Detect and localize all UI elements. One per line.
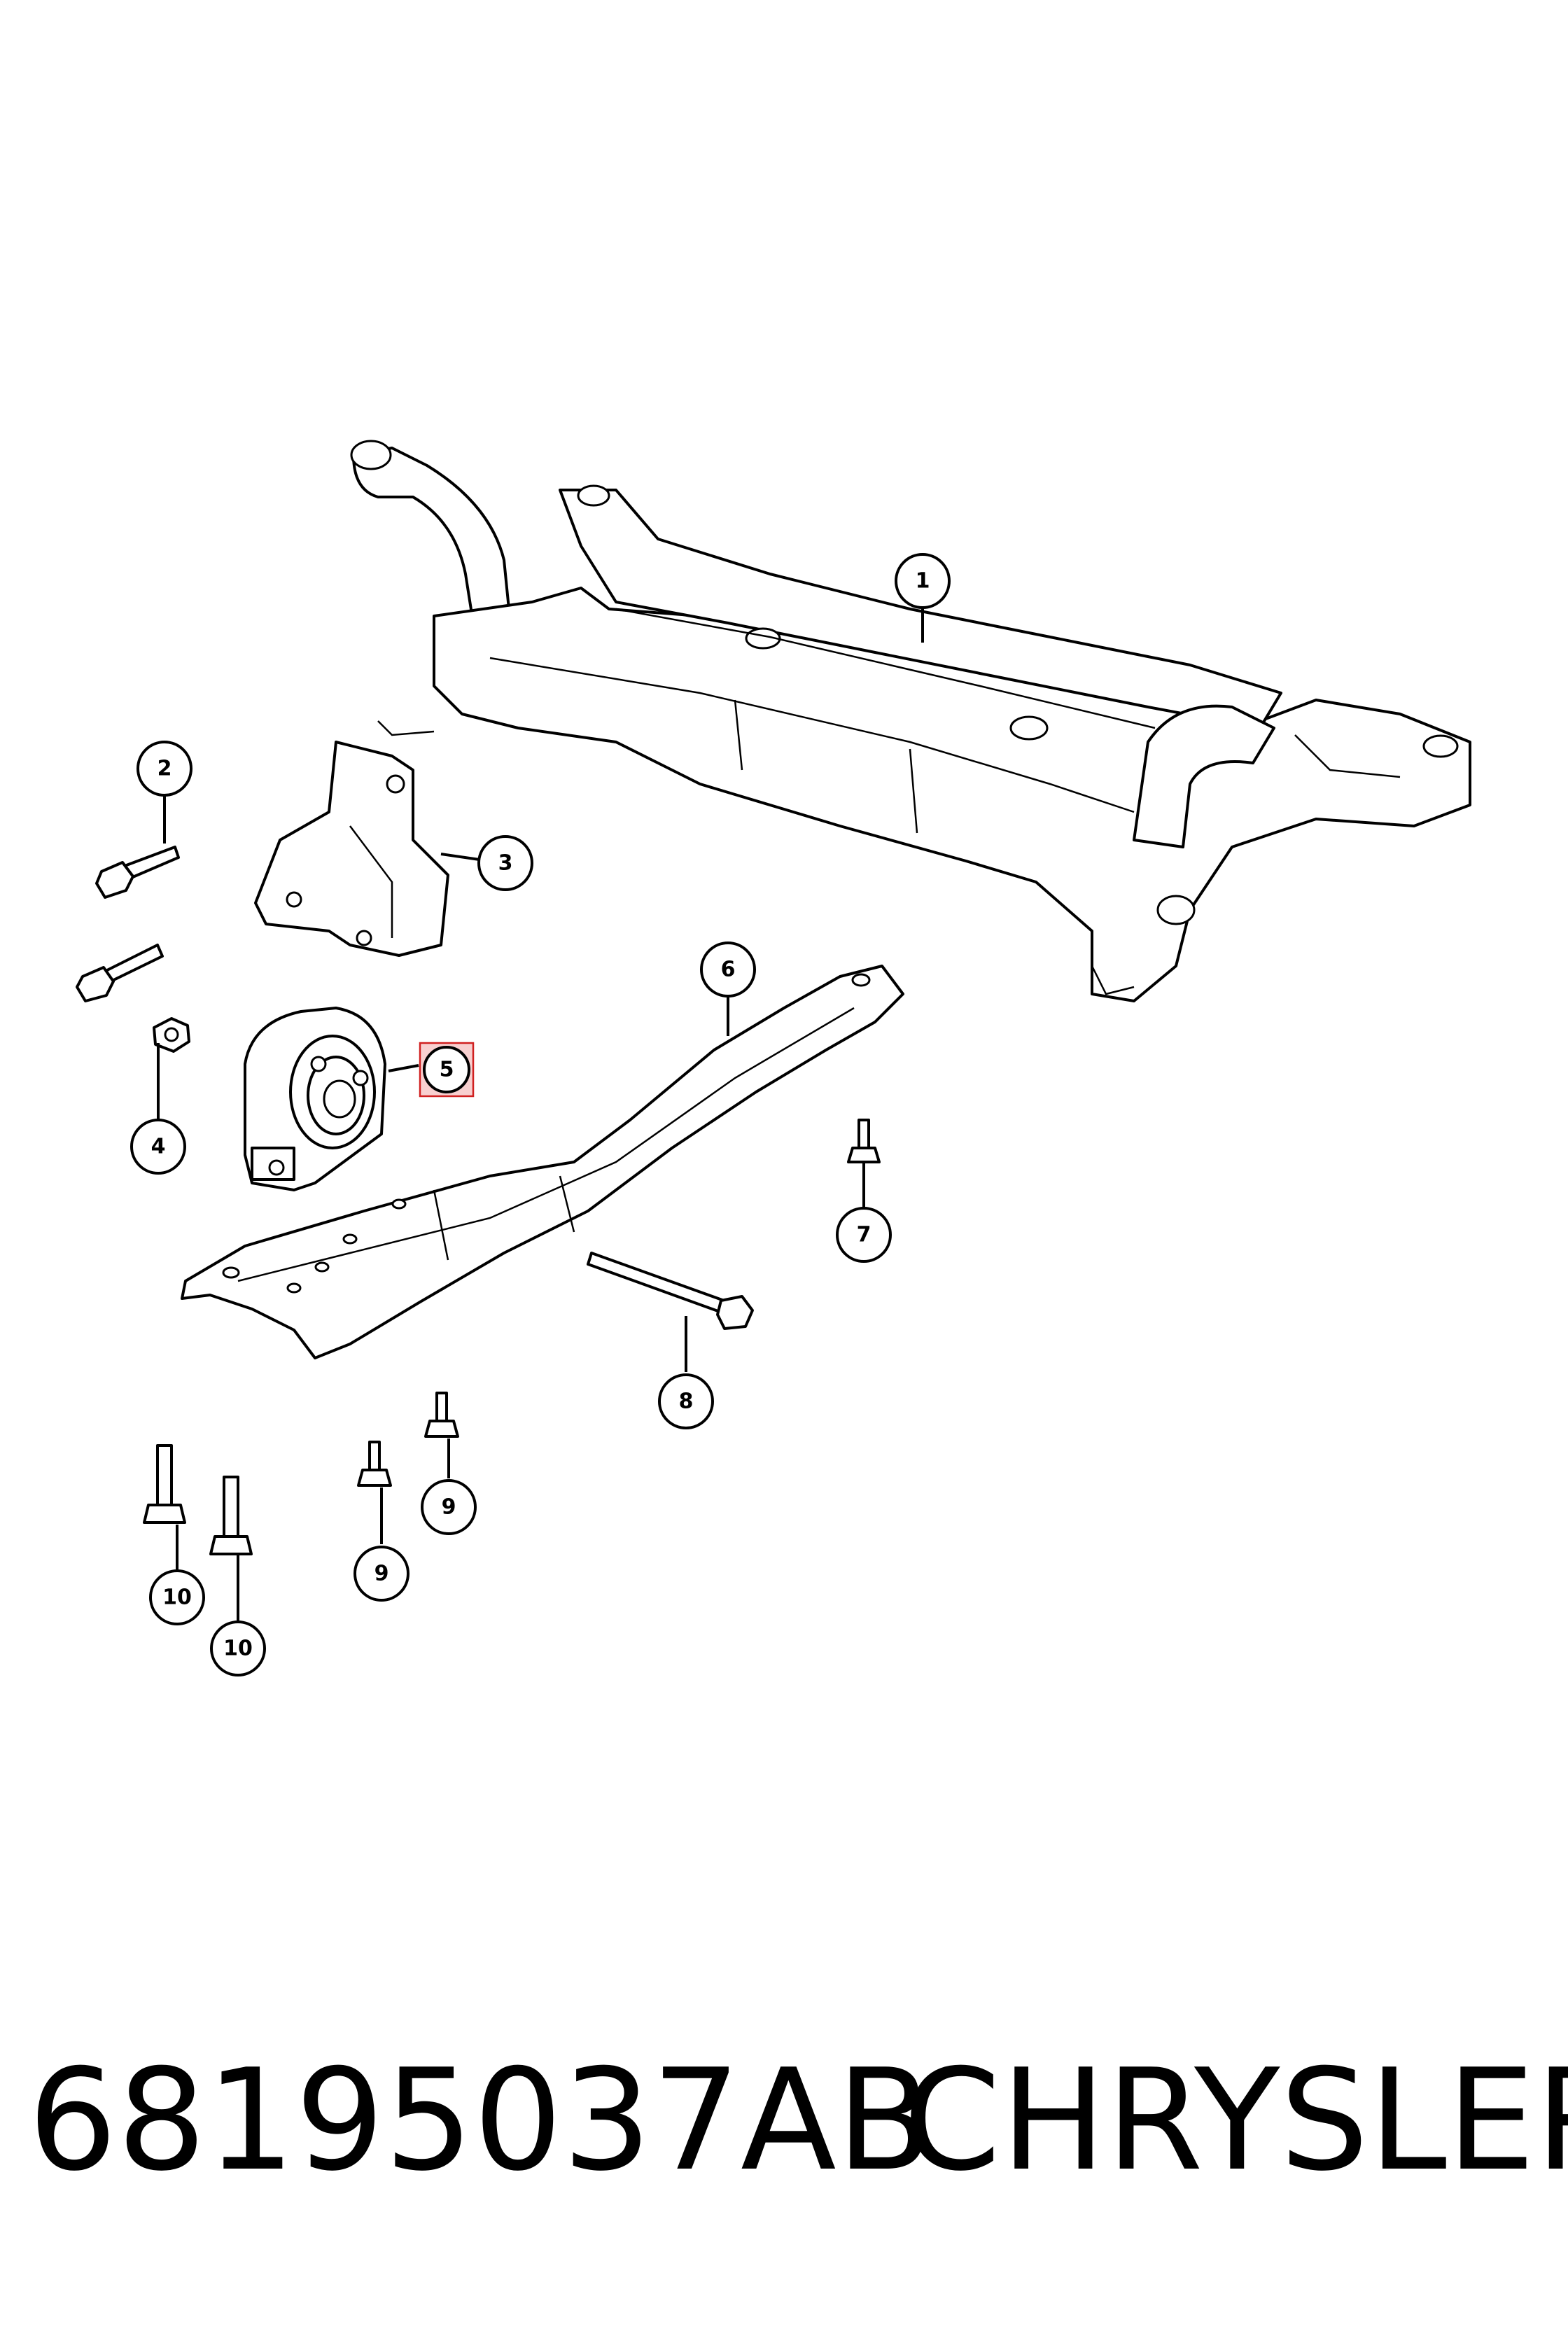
transmission-crossmember-part-6 — [181, 965, 904, 1359]
front-crossmember — [350, 440, 1471, 1002]
callout-10-right-label: 10 — [223, 1637, 253, 1661]
callout-3[interactable]: 3 — [477, 835, 533, 891]
part-number: 68195037AB — [28, 2039, 932, 2202]
callout-9-right[interactable]: 9 — [421, 1479, 477, 1535]
callout-2[interactable]: 2 — [136, 741, 192, 797]
callout-8[interactable]: 8 — [658, 1373, 714, 1429]
callout-10-left[interactable]: 10 — [149, 1569, 205, 1625]
bolt-part-10-left — [143, 1444, 186, 1524]
stud-bolt-part-7 — [847, 1119, 881, 1163]
callout-5-label: 5 — [440, 1058, 454, 1082]
callout-8-label: 8 — [679, 1390, 694, 1414]
long-bolt-part-8 — [587, 1252, 754, 1330]
nut-part-4 — [153, 1017, 190, 1053]
callout-5[interactable]: 5 — [419, 1042, 475, 1098]
callout-1-label: 1 — [916, 569, 930, 594]
callout-3-label: 3 — [498, 851, 513, 876]
callout-9-right-label: 9 — [442, 1495, 456, 1520]
bolt-part-10-right — [209, 1476, 253, 1555]
callout-9-left[interactable]: 9 — [354, 1546, 410, 1602]
stud-bolt-part-9-left — [357, 1441, 392, 1487]
transmission-mount-part-5 — [244, 1007, 386, 1191]
stud-bolt-part-9-right — [424, 1392, 459, 1438]
callout-10-left-label: 10 — [162, 1586, 192, 1610]
callout-10-right[interactable]: 10 — [210, 1620, 266, 1676]
callout-6[interactable]: 6 — [700, 941, 756, 997]
bolt-part-2-upper — [95, 846, 180, 899]
callout-4-label: 4 — [151, 1135, 166, 1159]
callout-7[interactable]: 7 — [836, 1207, 892, 1263]
brand-name: CHRYSLER — [903, 2039, 1568, 2202]
callout-9-left-label: 9 — [374, 1562, 389, 1586]
callout-4[interactable]: 4 — [130, 1119, 186, 1175]
callout-2-label: 2 — [158, 757, 172, 781]
callout-6-label: 6 — [721, 958, 736, 982]
callout-1[interactable]: 1 — [895, 553, 951, 609]
callout-7-label: 7 — [857, 1223, 872, 1247]
bolt-part-2-lower — [76, 944, 164, 1002]
bracket-part-3 — [254, 741, 449, 957]
